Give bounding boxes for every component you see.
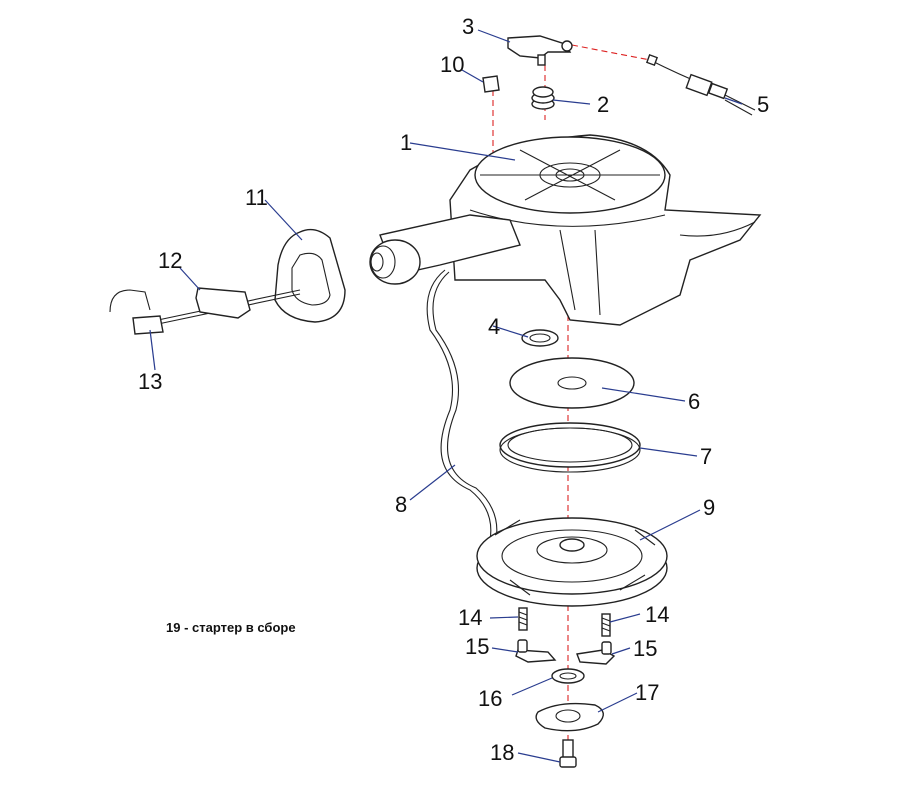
- washer-part: [521, 329, 559, 347]
- clip-part: [482, 75, 500, 93]
- pulley-part: [476, 517, 668, 607]
- label-3: 3: [462, 14, 474, 39]
- label-15-left: 15: [465, 634, 489, 659]
- bolt-part: [559, 739, 577, 768]
- lever-part: [507, 35, 573, 66]
- ratchet-plate-part: [535, 702, 604, 732]
- disc-part: [509, 357, 635, 409]
- label-9: 9: [703, 495, 715, 520]
- pawl-right: [576, 641, 616, 665]
- label-18: 18: [490, 740, 514, 765]
- label-16: 16: [478, 686, 502, 711]
- label-15-right: 15: [633, 636, 657, 661]
- starter-housing: [369, 134, 762, 326]
- small-spring-left: [518, 607, 528, 631]
- handle-rod-part: [109, 287, 301, 335]
- label-10: 10: [440, 52, 464, 77]
- label-2: 2: [597, 92, 609, 117]
- pawl-left: [515, 639, 557, 663]
- label-17: 17: [635, 680, 659, 705]
- assembly-caption: 19 - стартер в сборе: [166, 620, 296, 635]
- ring-part: [499, 422, 641, 473]
- label-1: 1: [400, 130, 412, 155]
- label-8: 8: [395, 492, 407, 517]
- label-11: 11: [245, 185, 268, 210]
- label-14-left: 14: [458, 605, 482, 630]
- leader-lines: [149, 29, 743, 763]
- label-6: 6: [688, 389, 700, 414]
- small-spring-right: [601, 613, 611, 637]
- lower-washer-part: [551, 668, 585, 684]
- label-5: 5: [757, 92, 769, 117]
- label-4: 4: [488, 314, 500, 339]
- handle-grip-part: [274, 228, 346, 323]
- cable-connector-part: [645, 53, 756, 116]
- label-13: 13: [138, 369, 162, 394]
- spring-part: [531, 86, 555, 110]
- label-7: 7: [700, 444, 712, 469]
- label-14-right: 14: [645, 602, 669, 627]
- label-12: 12: [158, 248, 182, 273]
